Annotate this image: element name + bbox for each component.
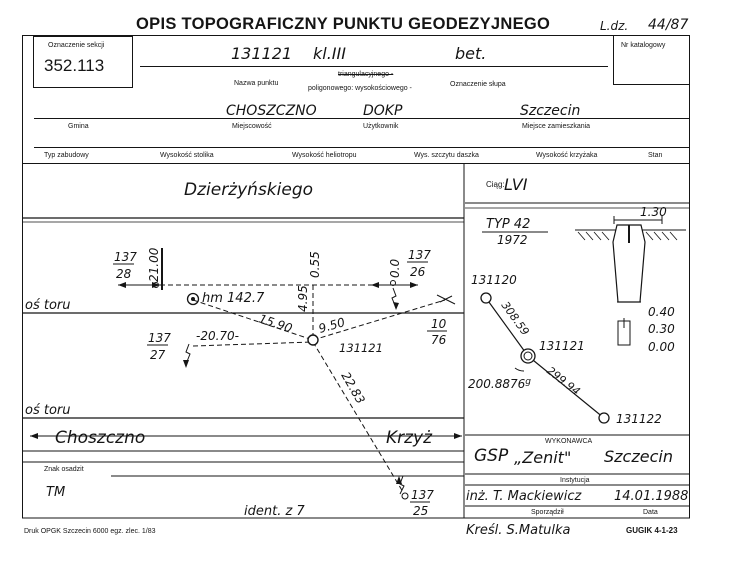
- frame-top: [22, 35, 690, 36]
- frac-137-26-bot: 26: [410, 265, 426, 279]
- marker-dim1: 0.40: [648, 305, 675, 319]
- frame-right: [689, 35, 690, 518]
- frac-10-76-bot: 76: [431, 333, 447, 347]
- date-label: Data: [643, 509, 658, 516]
- uzytkownik-label: Użytkownik: [363, 123, 399, 130]
- dir-left-label: Choszczno: [55, 428, 145, 448]
- point-number: 131121: [231, 44, 293, 63]
- miejsce-label: Miejsce zamieszkania: [522, 123, 591, 130]
- col-typ-zabudowy: Typ zabudowy: [44, 152, 89, 159]
- section-label: Oznaczenie sekcji: [48, 42, 105, 49]
- pole-type: bet.: [455, 44, 487, 63]
- marker-type: TYP 42: [486, 217, 530, 232]
- catalog-label: Nr katalogowy: [621, 42, 666, 49]
- author-name: inż. T. Mackiewicz: [466, 489, 582, 504]
- section-box: [33, 36, 133, 88]
- dist-0-0: 0.0: [388, 259, 402, 278]
- col-wys-krzyzaka: Wysokość krzyżaka: [536, 152, 598, 159]
- frac-137-26-top: 137: [408, 248, 431, 262]
- marker-dim3: 0.00: [648, 340, 675, 354]
- print-info: Druk OPGK Szczecin 6000 egz. zlec. 1/83: [24, 528, 156, 535]
- frac-10-76-top: 10: [431, 317, 447, 331]
- gmina-label: Gmina: [68, 123, 89, 130]
- ldz-label: L.dz.: [600, 19, 629, 33]
- miejscowosc-label: Miejscowość: [232, 123, 272, 130]
- ciag-value: LVI: [504, 175, 528, 194]
- dist-0-55: 0.55: [308, 251, 322, 278]
- dist-20-70: -20.70-: [196, 329, 239, 343]
- frac-137-27-top: 137: [148, 331, 171, 345]
- traverse-d1: 308.59: [499, 299, 532, 338]
- marker-dim2: 0.30: [648, 322, 675, 336]
- type-line2: poligonowego: wysokościowego -: [308, 85, 412, 92]
- frac-137-28-bot: 28: [116, 267, 132, 281]
- col-stan: Stan: [648, 152, 663, 159]
- pole-label: Oznaczenie słupa: [450, 81, 506, 88]
- col-wys-stolika: Wysokość stolika: [160, 152, 214, 159]
- institution-label: Instytucja: [560, 477, 590, 484]
- track2-label: oś toru: [25, 403, 71, 418]
- dist-21-00: 21.00: [147, 247, 161, 282]
- marker-top-dim: 1.30: [640, 205, 667, 219]
- catalog-box: [613, 36, 690, 85]
- znak-value: TM: [46, 485, 66, 500]
- gmina-value: CHOSZCZNO: [226, 103, 317, 119]
- main-point-label: 131121: [339, 341, 383, 355]
- contractor-name1: GSP: [474, 446, 509, 466]
- point-class: kl.III: [313, 44, 346, 63]
- frac-137-28-top: 137: [114, 250, 137, 264]
- location-line: [34, 118, 689, 119]
- columns-line: [34, 147, 689, 148]
- section-value: 352.113: [44, 56, 105, 75]
- traverse-d2: 299.94: [544, 364, 582, 398]
- miejsce-value: Szczecin: [520, 103, 581, 119]
- author-date: 14.01.1988: [614, 489, 689, 504]
- uzytkownik-value: DOKP: [363, 103, 403, 119]
- contractor-header: WYKONAWCA: [545, 438, 593, 445]
- marker-year: 1972: [497, 233, 528, 247]
- track1-label: oś toru: [25, 298, 71, 313]
- dir-right-label: Krzyż: [386, 428, 433, 448]
- frac-137-27-bot: 27: [150, 348, 166, 362]
- col-wys-heliotropu: Wysokość heliotropu: [292, 152, 357, 159]
- frac-137-25-bot: 25: [413, 504, 428, 518]
- body-top-line: [22, 163, 690, 164]
- contractor-city: Szczecin: [604, 447, 673, 466]
- traverse-p2: 131121: [539, 339, 585, 353]
- kresl-label: Kreśl. S.Matulka: [466, 523, 571, 538]
- traverse-p3: 131122: [616, 412, 662, 426]
- name-label: Nazwa punktu: [234, 80, 279, 87]
- author-label: Sporządził: [531, 509, 564, 516]
- ciag-label: Ciąg:: [486, 180, 505, 189]
- ldz-value: 44/87: [648, 17, 689, 33]
- ident-label: ident. z 7: [244, 504, 305, 519]
- page-title: OPIS TOPOGRAFICZNY PUNKTU GEODEZYJNEGO: [136, 15, 551, 33]
- traverse-angle: 200.8876g: [468, 377, 531, 391]
- znak-label: Znak osadzit: [44, 466, 84, 473]
- dist-15-90: 15.90: [257, 312, 294, 336]
- dist-4-95: 4.95: [296, 285, 310, 312]
- col-wys-daszka: Wys. szczytu daszka: [414, 152, 479, 159]
- form-code: GUGIK 4-1-23: [626, 526, 678, 535]
- dist-9-50: 9.50: [317, 315, 347, 336]
- frame-left: [22, 35, 23, 518]
- traverse-p1: 131120: [471, 273, 517, 287]
- angle-grad-sup: g: [525, 377, 531, 387]
- point-line: [140, 66, 608, 67]
- contractor-name2: „Zenit": [514, 448, 572, 467]
- street-name: Dzierżyńskiego: [184, 180, 314, 200]
- frac-137-25-top: 137: [411, 488, 434, 502]
- dist-22-83: 22.83: [338, 370, 367, 407]
- type-line1: triangulacyjnego -: [338, 71, 394, 78]
- ref-hm-label: hm 142.7: [202, 291, 265, 306]
